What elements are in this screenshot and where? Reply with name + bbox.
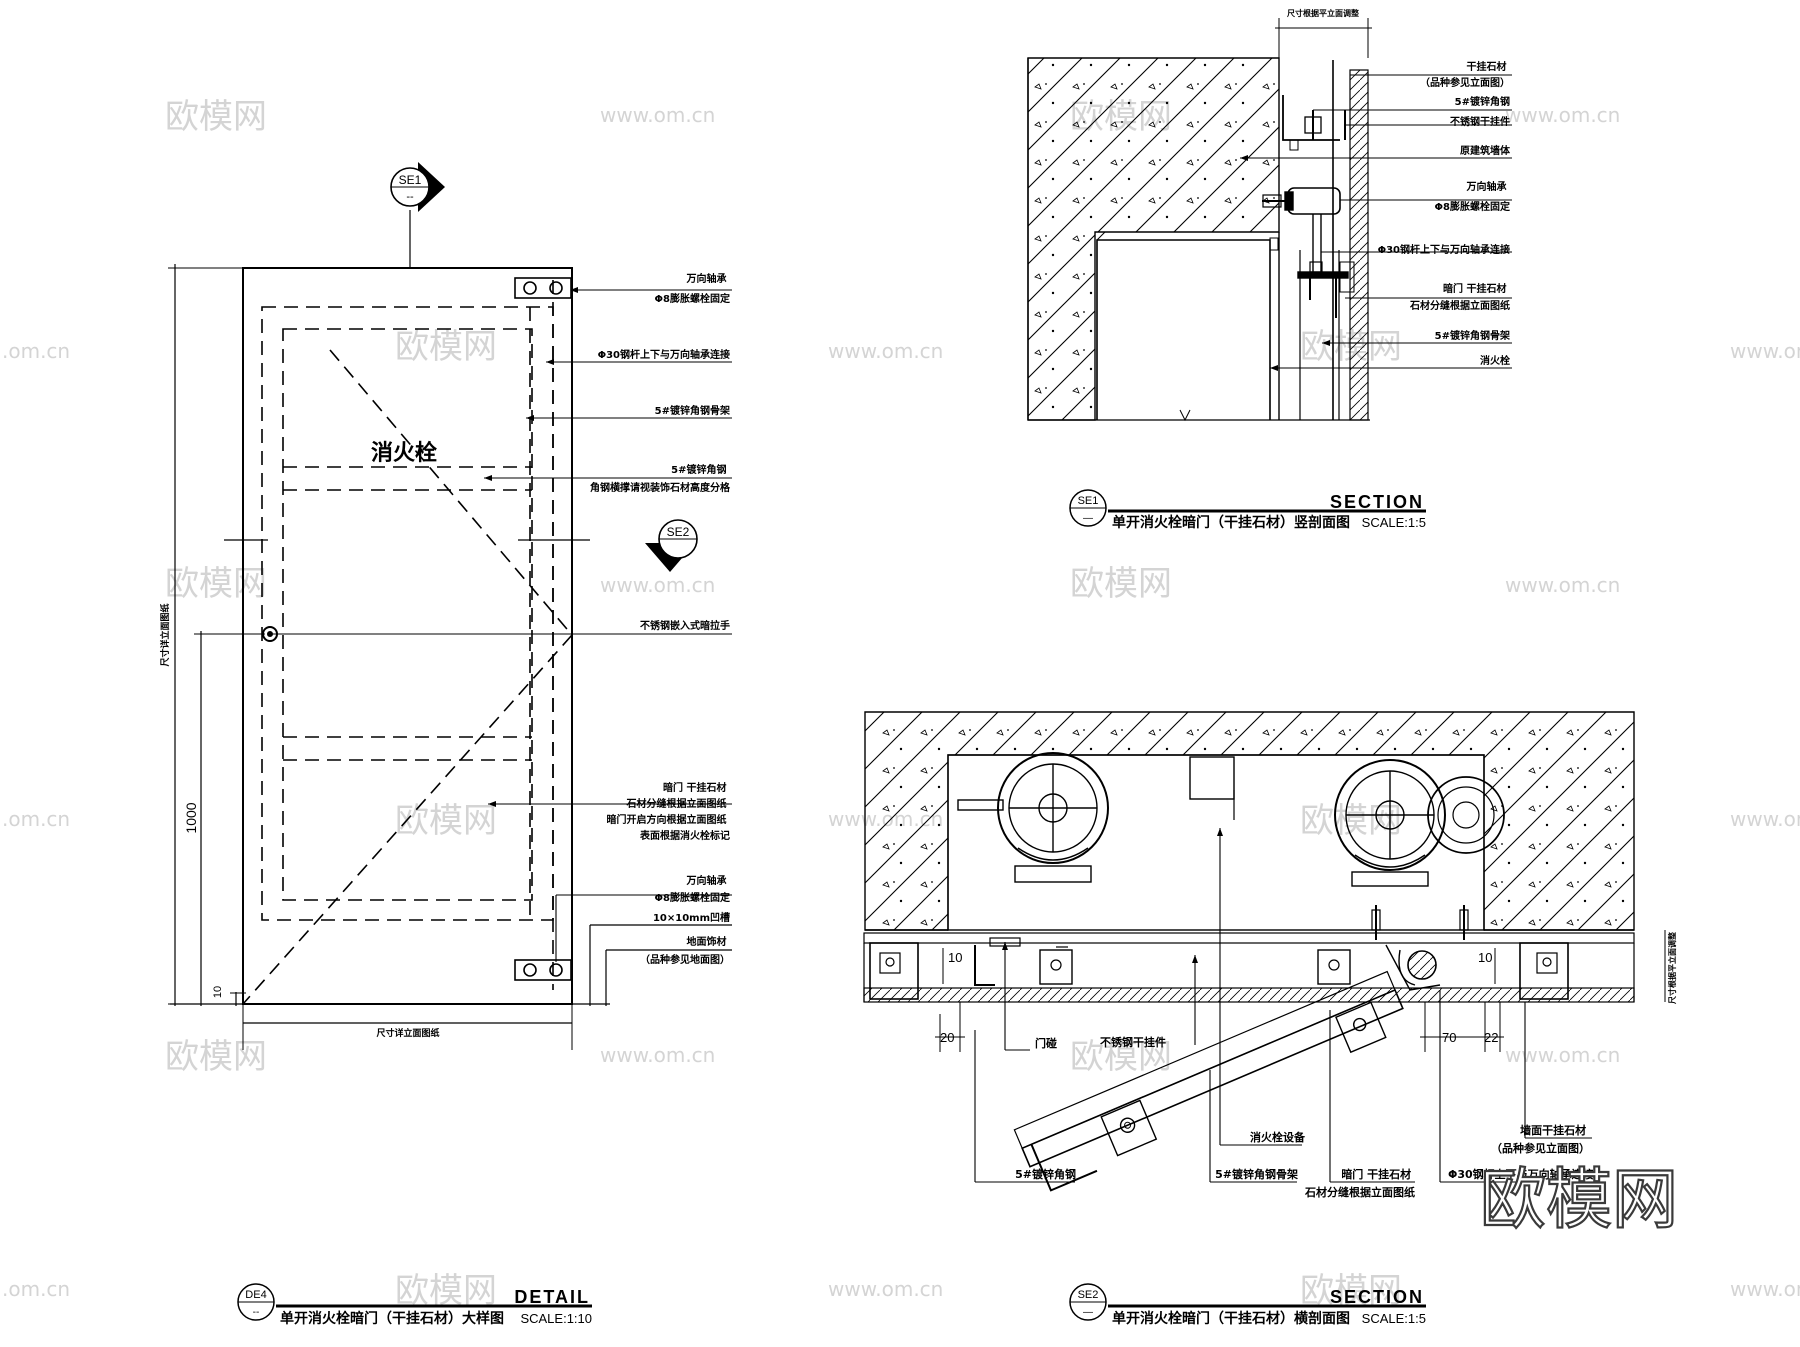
svg-text:SE2: SE2 xyxy=(667,525,690,539)
callout-angle: 5#镀锌角钢 角钢横撑请视装饰石材高度分格 xyxy=(590,463,731,494)
callout-wall-stone: 墙面干挂石材 （品种参见立面图） xyxy=(1491,1123,1590,1155)
watermark-cn: 欧模网 xyxy=(1300,1271,1402,1311)
title-cn: 单开消火栓暗门（干挂石材）横剖面图 xyxy=(1112,1310,1350,1327)
dim-width: 尺寸详立面图纸 xyxy=(376,1027,439,1039)
title-word: DETAIL xyxy=(514,1287,590,1307)
horizontal-section-labels: 10 10 20 70 22 尺寸根据平立面调整 门碰 不锈钢干挂件 消火栓设备… xyxy=(940,932,1677,1199)
watermark-cn: 欧模网 xyxy=(165,97,267,137)
dim-70: 70 xyxy=(1442,1030,1456,1045)
watermark-url: www.om.cn xyxy=(828,1277,943,1301)
svg-text:--: -- xyxy=(406,191,414,203)
svg-text:—: — xyxy=(1083,1307,1093,1318)
watermark-url: www.om.cn xyxy=(600,1043,715,1067)
svg-text:—: — xyxy=(1083,513,1093,524)
watermark-url: www.om.cn xyxy=(1505,573,1620,597)
callout-hydrant: 消火栓 xyxy=(1480,354,1510,367)
watermark-url: .om.cn xyxy=(2,807,70,831)
callout-stone: 干挂石材 （品种参见立面图） xyxy=(1420,60,1510,89)
dim-bottom-gap: 10 xyxy=(212,986,224,998)
callout-bearing: 万向轴承 Φ8膨胀螺栓固定 xyxy=(1435,180,1510,213)
vertical-section xyxy=(1027,18,1512,422)
watermark-url: www.om.cn xyxy=(1730,339,1800,363)
title-scale: SCALE:1:10 xyxy=(520,1311,592,1326)
callout-rod: Φ30钢杆上下与万向轴承连接 xyxy=(1448,1167,1594,1181)
callout-frame: 5#镀锌角钢骨架 xyxy=(1435,329,1510,342)
callout-groove: 10×10mm凹槽 xyxy=(653,911,730,924)
callout-handle: 不锈钢嵌入式暗拉手 xyxy=(640,619,730,632)
title-block-de4: DE4 -- DETAIL 单开消火栓暗门（干挂石材）大样图 SCALE:1:1… xyxy=(237,1283,592,1327)
room-label: 消火栓 xyxy=(371,441,437,466)
dim-handle-height: 1000 xyxy=(183,802,199,833)
callout-pivot-top: 万向轴承 Φ8膨胀螺栓固定 xyxy=(655,272,730,305)
vertical-section-labels: 尺寸根据平立面调整 干挂石材 （品种参见立面图） 5#镀锌角钢 不锈钢干挂件 原… xyxy=(1287,8,1511,367)
callout-angle: 5#镀锌角钢 xyxy=(1455,95,1510,108)
watermark-url-layer: www.om.cn www.om.cn www.om.cn www.om.cn … xyxy=(2,103,1800,1301)
watermark-url: .om.cn xyxy=(2,1277,70,1301)
watermark-cn: 欧模网 xyxy=(1070,564,1172,604)
title-word: SECTION xyxy=(1330,492,1424,512)
watermark-url: www.om.cn xyxy=(600,103,715,127)
callout-hidden-door: 暗门 干挂石材 石材分缝根据立面图纸 xyxy=(1304,1167,1415,1199)
callout-door-stop: 门碰 xyxy=(1035,1036,1057,1050)
callout-hanger: 不锈钢干挂件 xyxy=(1100,1035,1166,1049)
svg-text:DE4: DE4 xyxy=(245,1289,266,1301)
watermark-url: .om.cn xyxy=(2,339,70,363)
watermark-cn: 欧模网 xyxy=(395,1271,497,1311)
watermark-url: www.om.cn xyxy=(1505,1043,1620,1067)
callout-equipment: 消火栓设备 xyxy=(1250,1130,1306,1144)
callout-hanger: 不锈钢干挂件 xyxy=(1450,115,1510,128)
callout-hidden-door: 暗门 干挂石材 石材分缝根据立面图纸 xyxy=(1409,282,1510,312)
callout-pivot-bottom: 万向轴承 Φ8膨胀螺栓固定 xyxy=(655,874,730,904)
watermark-url: www.om.cn xyxy=(1505,103,1620,127)
watermark-url: www.om.cn xyxy=(828,339,943,363)
horizontal-section xyxy=(863,711,1666,1192)
dim-22: 22 xyxy=(1484,1030,1498,1045)
section-marker-se2: SE2 xyxy=(645,519,698,572)
watermark-cn: 欧模网 xyxy=(395,801,497,841)
dim-left-10: 10 xyxy=(948,950,962,965)
logo-watermark: 欧模网 xyxy=(1480,1161,1678,1238)
watermark-cn: 欧模网 xyxy=(165,1037,267,1077)
watermark-cn: 欧模网 xyxy=(165,564,267,604)
title-scale: SCALE:1:5 xyxy=(1362,515,1426,530)
callout-wall: 原建筑墙体 xyxy=(1460,144,1511,157)
svg-text:SE1: SE1 xyxy=(1078,495,1099,507)
svg-text:--: -- xyxy=(253,1307,260,1318)
svg-text:SE1: SE1 xyxy=(399,173,422,187)
callout-hidden-door: 暗门 干挂石材 石材分缝根据立面图纸 暗门开启方向根据立面图纸 表面根据消火栓标… xyxy=(607,781,730,842)
watermark-cn: 欧模网 xyxy=(395,327,497,367)
callout-floor: 地面饰材 （品种参见地面图） xyxy=(640,935,730,966)
watermark-url: www.om.cn xyxy=(1730,807,1800,831)
watermark-url: www.om.cn xyxy=(600,573,715,597)
callout-rod: Φ30钢杆上下与万向轴承连接 xyxy=(1378,243,1510,256)
callout-frame: 5#镀锌角钢骨架 xyxy=(655,404,730,417)
title-scale: SCALE:1:5 xyxy=(1362,1311,1426,1326)
callout-angle: 5#镀锌角钢 xyxy=(1015,1167,1076,1181)
callout-rod: Φ30钢杆上下与万向轴承连接 xyxy=(598,348,730,361)
dim-side: 尺寸根据平立面调整 xyxy=(1667,932,1677,1004)
svg-text:SE2: SE2 xyxy=(1078,1289,1099,1301)
watermark-url: www.om.cn xyxy=(1730,1277,1800,1301)
callout-frame: 5#镀锌角钢骨架 xyxy=(1215,1167,1298,1181)
title-cn: 单开消火栓暗门（干挂石材）竖剖面图 xyxy=(1112,514,1350,531)
section-marker-se1: SE1 -- xyxy=(390,162,445,212)
title-word: SECTION xyxy=(1330,1287,1424,1307)
dim-right-10: 10 xyxy=(1478,950,1492,965)
door-elevation xyxy=(168,210,732,1050)
door-elevation-labels: 消火栓 万向轴承 Φ8膨胀螺栓固定 Φ30钢杆上下与万向轴承连接 5#镀锌角钢骨… xyxy=(159,272,731,1039)
title-block-se2: SE2 — SECTION 单开消火栓暗门（干挂石材）横剖面图 SCALE:1:… xyxy=(1069,1283,1426,1327)
watermark-layer: 欧模网 欧模网 欧模网 欧模网 欧模网 欧模网 欧模网 欧模网 欧模网 欧模网 … xyxy=(165,97,1402,1311)
title-cn: 单开消火栓暗门（干挂石材）大样图 xyxy=(280,1310,504,1327)
dim-left-20: 20 xyxy=(940,1030,954,1045)
title-block-se1: SE1 — SECTION 单开消火栓暗门（干挂石材）竖剖面图 SCALE:1:… xyxy=(1069,489,1426,531)
dim-total-height: 尺寸详立面图纸 xyxy=(159,603,171,666)
dim-top: 尺寸根据平立面调整 xyxy=(1287,8,1359,18)
